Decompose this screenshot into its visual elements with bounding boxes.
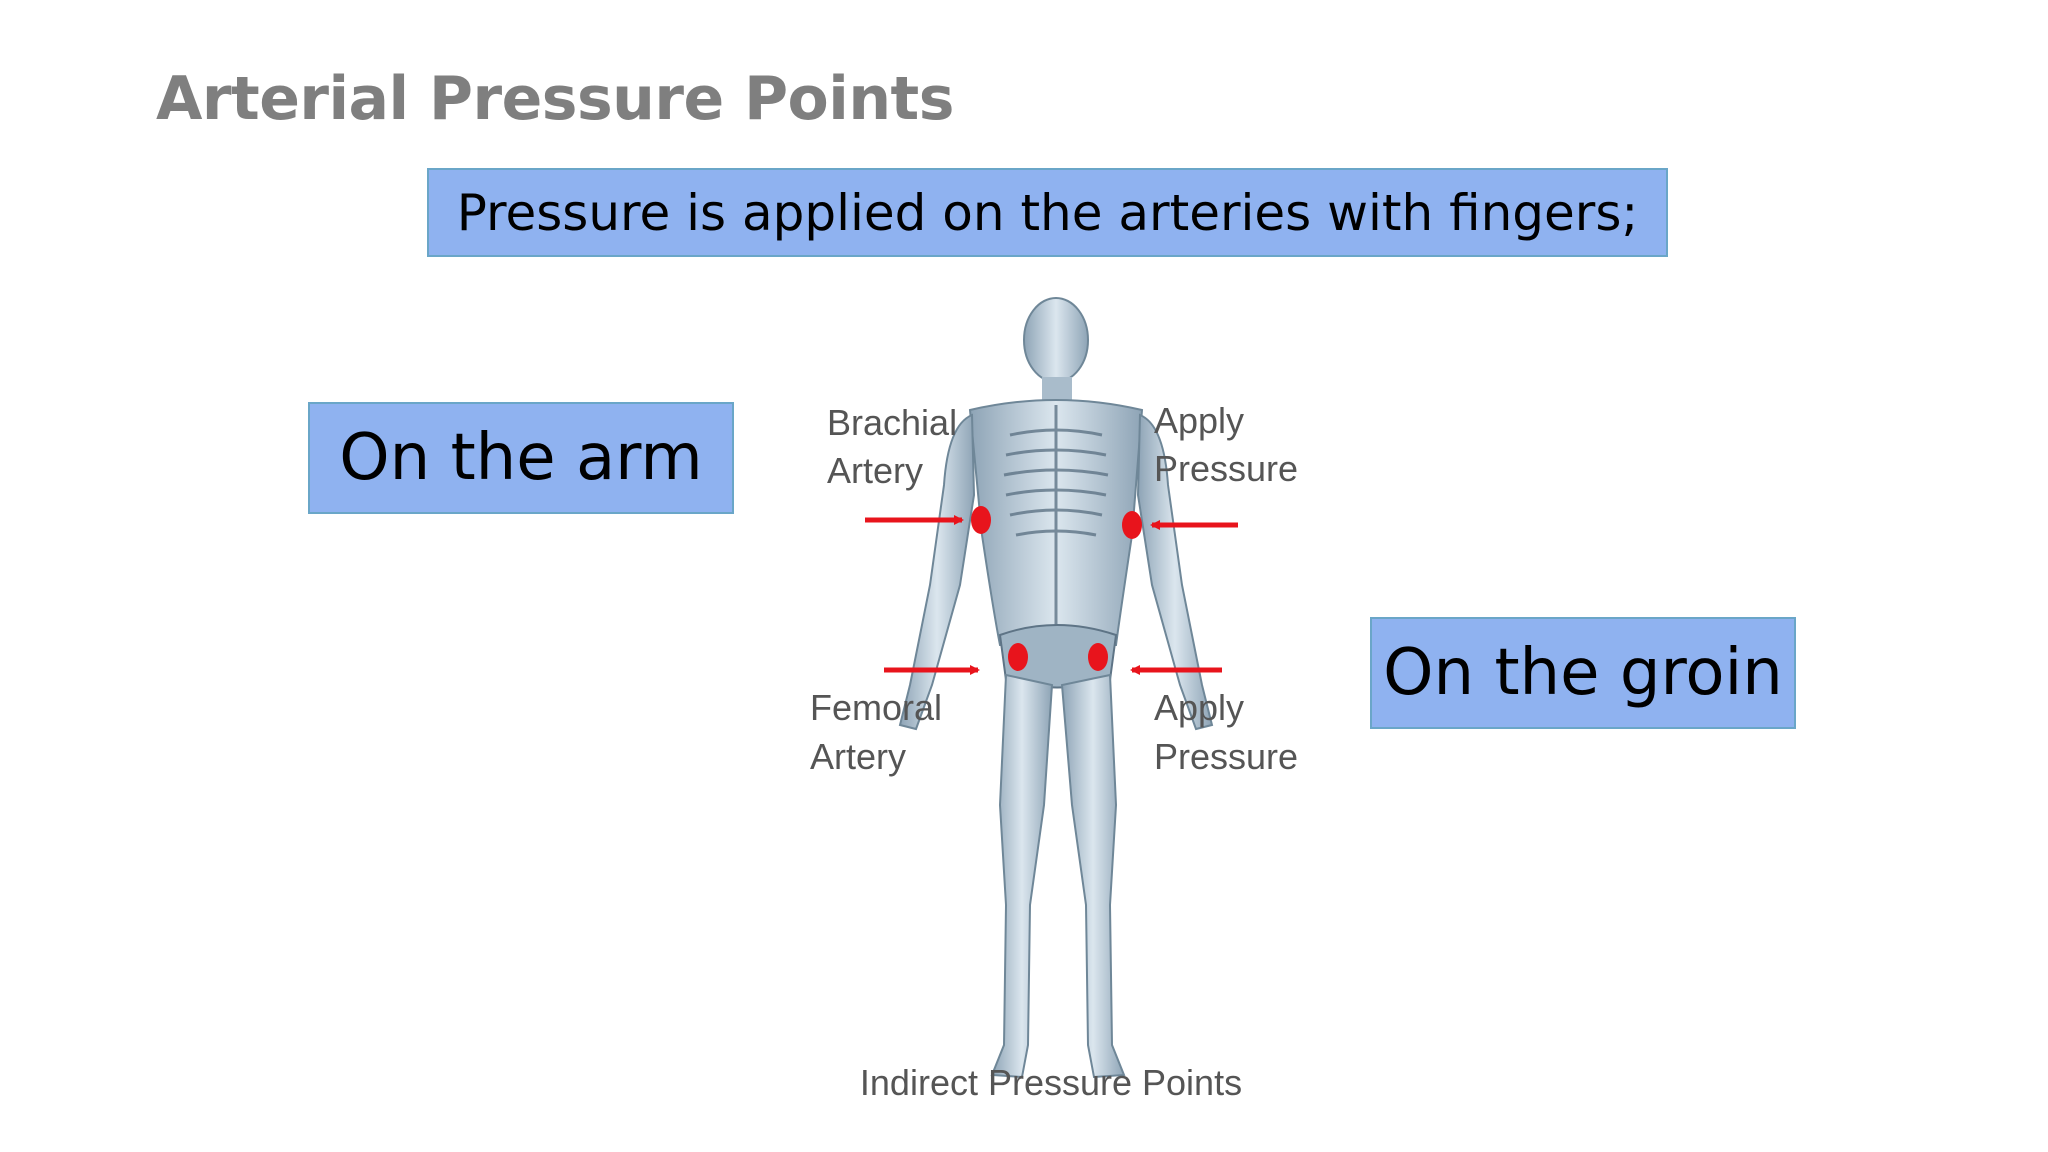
- apply-pressure-upper-line2: Pressure: [1154, 448, 1298, 489]
- femoral-label-line2: Artery: [810, 736, 906, 777]
- brachial-label-line1: Brachial: [827, 402, 957, 443]
- human-body-illustration: [898, 297, 1214, 1079]
- brachial-pressure-point-left: [971, 506, 991, 534]
- arm-label-box: On the arm: [308, 402, 734, 514]
- intro-text-box: Pressure is applied on the arteries with…: [427, 168, 1668, 257]
- apply-pressure-lower-line1: Apply: [1154, 687, 1244, 728]
- femoral-pressure-point-right: [1088, 643, 1108, 671]
- groin-label-box: On the groin: [1370, 617, 1796, 729]
- brachial-pressure-point-right: [1122, 511, 1142, 539]
- pressure-points-figure: Brachial Artery Apply Pressure Femoral A…: [760, 285, 1340, 1125]
- slide-title: Arterial Pressure Points: [156, 64, 954, 134]
- apply-pressure-upper-line1: Apply: [1154, 400, 1244, 441]
- figure-caption: Indirect Pressure Points: [860, 1062, 1242, 1103]
- apply-pressure-lower-line2: Pressure: [1154, 736, 1298, 777]
- femoral-pressure-point-left: [1008, 643, 1028, 671]
- femoral-label-line1: Femoral: [810, 687, 942, 728]
- brachial-label-line2: Artery: [827, 450, 923, 491]
